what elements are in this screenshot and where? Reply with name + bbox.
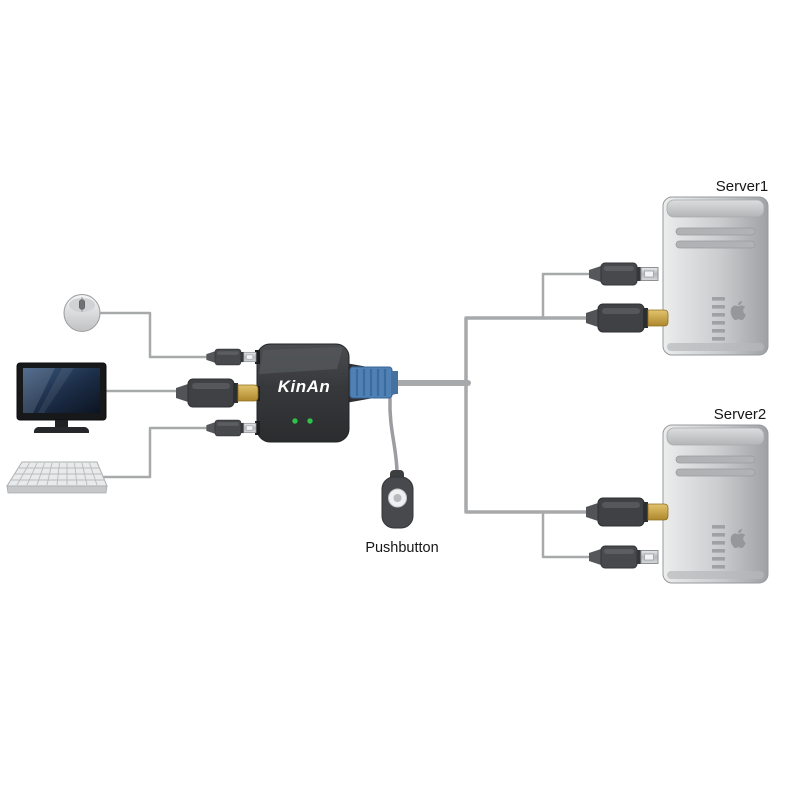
- mouse-scrollwheel: [79, 299, 86, 310]
- server2-tower: [662, 424, 769, 584]
- server1-label: Server1: [716, 178, 769, 195]
- server1-tower: [662, 196, 769, 356]
- usb-plug-icon-mouse: [206, 348, 257, 366]
- server1-usb-cable: [541, 272, 598, 320]
- hdmi-plug-icon-monitor: [175, 378, 259, 408]
- server1-hdmi-cable: [464, 316, 598, 385]
- monitor-screen: [23, 368, 100, 413]
- monitor-icon: [16, 362, 107, 433]
- pushbutton-cable: [388, 397, 399, 476]
- kvm-usb-port-bottom: [255, 421, 260, 435]
- keyboard-cable: [101, 426, 212, 479]
- kvm-usb-port-top: [255, 350, 260, 364]
- server2-hdmi-cable: [464, 381, 598, 514]
- server2-usb-cable: [541, 510, 598, 559]
- pushbutton-remote: [381, 470, 414, 529]
- hdmi-plug-icon-server1: [585, 303, 669, 333]
- kvm-brand-text: KinAn: [278, 377, 331, 396]
- keyboard-icon: [6, 461, 108, 494]
- kvm-led-1: [292, 418, 298, 424]
- mouse-cable: [98, 311, 212, 359]
- mouse-icon: [63, 294, 101, 332]
- kvm-switch-device: KinAn: [255, 343, 398, 443]
- usb-plug-icon-keyboard: [206, 419, 257, 437]
- usb-plug-icon-server1: [588, 262, 659, 286]
- pushbutton-label: Pushbutton: [365, 540, 438, 556]
- cables: [98, 272, 598, 559]
- kvm-led-2: [307, 418, 313, 424]
- usb-plug-icon-server2: [588, 545, 659, 569]
- hdmi-plug-icon-server2: [585, 497, 669, 527]
- server2-label: Server2: [714, 406, 767, 423]
